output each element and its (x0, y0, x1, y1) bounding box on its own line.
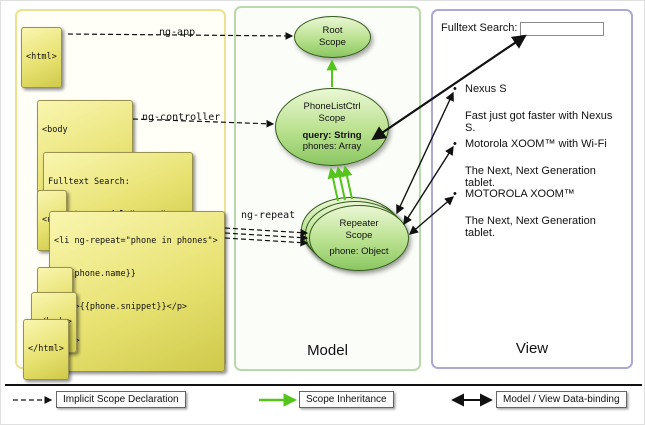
legend-data-binding-label: Model / View Data-binding (496, 391, 627, 408)
bullet-icon: • (453, 83, 457, 95)
legend-divider (5, 384, 642, 386)
view-list-item: • Motorola XOOM™ with Wi-Fi The Next, Ne… (453, 138, 625, 190)
root-scope-ellipse: Root Scope (294, 16, 371, 58)
ng-app-label: ng-app (159, 27, 196, 38)
phone-name: Motorola XOOM™ with Wi-Fi (465, 138, 607, 150)
phone-name: Nexus S (465, 83, 507, 95)
scope-name: Scope (318, 112, 346, 124)
view-list-item: • MOTOROLA XOOM™ The Next, Next Generati… (453, 188, 625, 240)
scope-name: Scope (345, 229, 373, 241)
scope-property: phones: Array (302, 141, 362, 153)
bullet-icon: • (453, 138, 457, 150)
phone-snippet: The Next, Next Generation tablet. (465, 214, 596, 240)
ng-repeat-label: ng-repeat (241, 210, 296, 221)
scope-property: phone: Object (329, 246, 389, 258)
code-li-repeat: <li ng-repeat="phone in phones"> {{phone… (49, 211, 225, 372)
scope-property: query: String (302, 129, 362, 141)
view-list-item: • Nexus S Fast just got faster with Nexu… (453, 83, 625, 135)
legend-implicit-scope-label: Implicit Scope Declaration (56, 391, 186, 408)
phone-name: MOTOROLA XOOM™ (465, 188, 575, 200)
ng-controller-label: ng-controller (142, 112, 221, 123)
repeater-scope-text: Repeater Scope phone: Object (329, 218, 388, 259)
code-line: {{phone.name}} (54, 269, 136, 280)
code-line: </li> (54, 336, 220, 347)
model-panel-label: Model (307, 342, 348, 359)
bullet-icon: • (453, 188, 457, 200)
view-search-label: Fulltext Search: (441, 22, 518, 34)
code-line: <body (42, 125, 68, 136)
code-html-open: <html> (21, 27, 62, 89)
model-panel: Model (234, 6, 421, 371)
code-html-close: </html> (23, 319, 69, 381)
scope-name: PhoneListCtrl (303, 100, 361, 112)
fulltext-search-input[interactable] (520, 22, 604, 36)
code-line: </html> (28, 344, 64, 355)
scope-name: Repeater (339, 217, 379, 229)
code-line: Fulltext Search: (48, 177, 130, 188)
repeater-scope-ellipse: Repeater Scope phone: Object (309, 205, 409, 271)
scope-name: Scope (319, 37, 346, 48)
view-panel-label: View (515, 340, 549, 357)
root-scope-text: Root Scope (319, 25, 346, 49)
phone-snippet: Fast just got faster with Nexus S. (465, 109, 613, 135)
phonelistctrl-scope-ellipse: PhoneListCtrl Scope query: String phones… (275, 88, 389, 166)
phone-snippet: The Next, Next Generation tablet. (465, 164, 596, 190)
code-line: <li ng-repeat="phone in phones"> (54, 236, 218, 247)
phonelistctrl-scope-text: PhoneListCtrl Scope query: String phones… (302, 101, 361, 154)
code-line: <p>{{phone.snippet}}</p> (54, 302, 188, 313)
scope-name: Root (322, 25, 343, 37)
legend-scope-inheritance-label: Scope Inheritance (299, 391, 394, 408)
code-line: <html> (26, 52, 57, 63)
